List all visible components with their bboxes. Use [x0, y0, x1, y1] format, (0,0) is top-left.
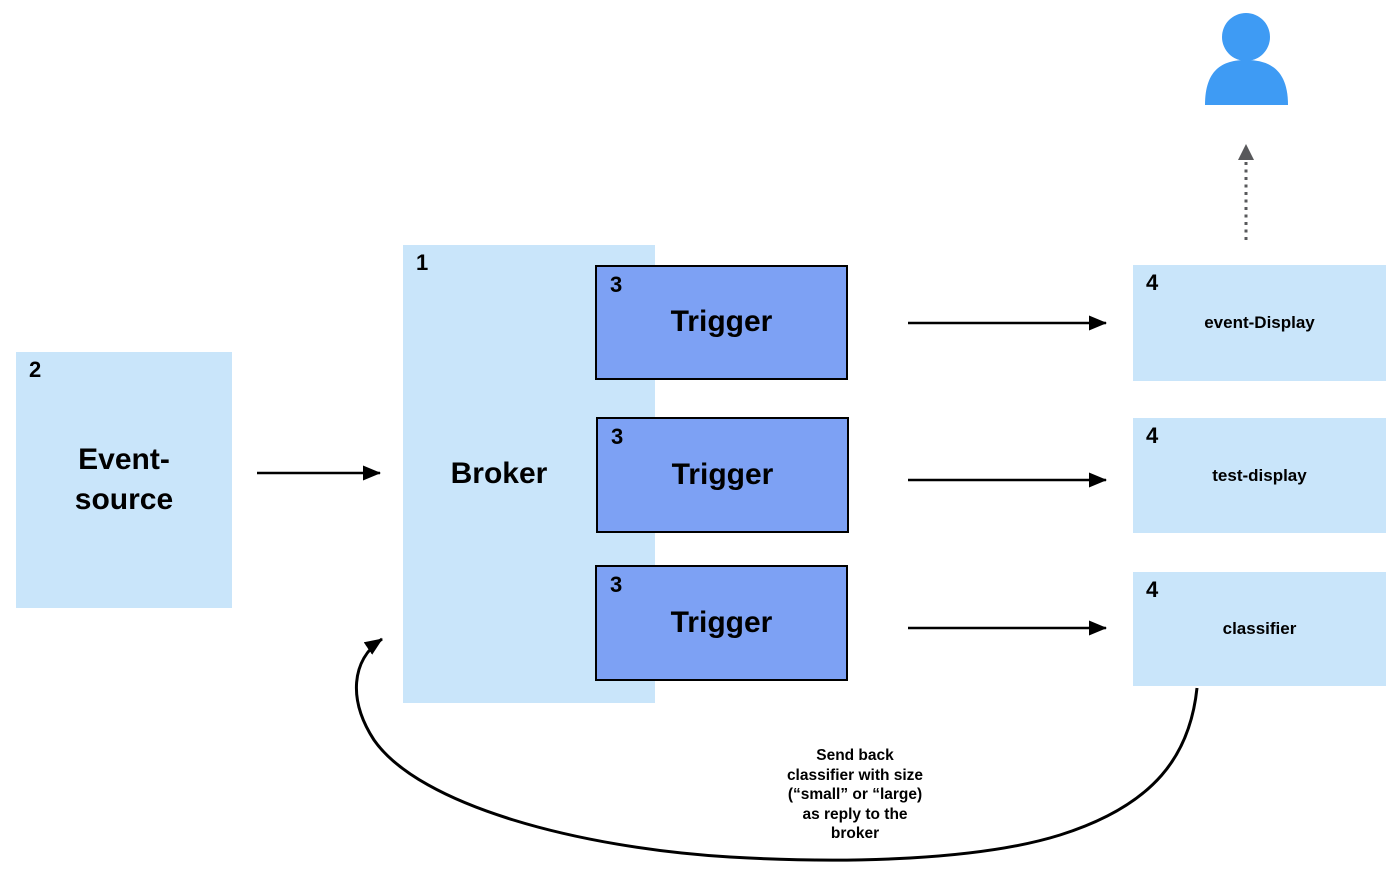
test-display-node: 4 test-display	[1133, 418, 1386, 533]
trigger-2-label: Trigger	[671, 457, 774, 491]
event-source-node: 2 Event-source	[16, 352, 232, 608]
trigger-1-label: Trigger	[670, 305, 773, 339]
trigger-3-label: Trigger	[670, 605, 773, 639]
event-source-number: 2	[29, 357, 42, 382]
event-source-label: Event-source	[74, 442, 174, 517]
test-display-label: test-display	[1212, 465, 1307, 485]
classifier-number: 4	[1146, 577, 1159, 602]
classifier-label: classifier	[1222, 619, 1297, 638]
classifier-node: 4 classifier	[1133, 572, 1386, 686]
event-display-label: event-Display	[1204, 313, 1315, 332]
reply-note: Send back classifier with size (“small” …	[786, 747, 924, 843]
trigger-1-number: 3	[610, 272, 623, 297]
trigger-node-3: 3 Trigger	[595, 565, 848, 681]
broker-number: 1	[416, 250, 429, 275]
event-display-number: 4	[1146, 270, 1159, 295]
trigger-2-number: 3	[611, 424, 624, 449]
broker-label: Broker	[450, 456, 548, 490]
user-icon	[1205, 13, 1288, 105]
trigger-node-2: 3 Trigger	[596, 417, 849, 533]
event-display-node: 4 event-Display	[1133, 265, 1386, 381]
test-display-number: 4	[1146, 423, 1159, 448]
trigger-node-1: 3 Trigger	[595, 265, 848, 380]
trigger-3-number: 3	[610, 572, 623, 597]
